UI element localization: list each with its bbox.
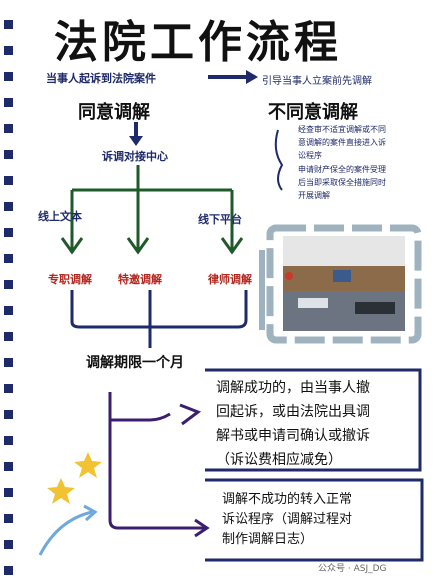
online-label: 线上文本 <box>38 210 82 223</box>
disagree-heading: 不同意调解 <box>268 102 358 123</box>
agree-heading: 同意调解 <box>78 102 150 123</box>
disagree-note-1: 经查审不适宜调解或不同意调解的案件直接进入诉讼程序 <box>298 125 386 160</box>
page-title: 法院工作流程 <box>54 17 342 68</box>
disagree-note-2: 申请财产保全的案件受理后当即采取保全措施同时开展调解 <box>298 165 386 200</box>
success-box: 调解成功的，由当事人撤回起诉，或由法院出具调 解书或申请司确认或撤诉（诉讼费相应… <box>216 380 370 468</box>
mediation-center: 诉调对接中心 <box>102 150 168 163</box>
deadline-label: 调解期限一个月 <box>86 355 184 371</box>
watermark: 公众号 · ASJ_DG <box>318 564 387 574</box>
mediator-full-time: 专职调解 <box>48 273 92 286</box>
mediator-lawyer: 律师调解 <box>208 273 252 286</box>
fail-box: 调解不成功的转入正常诉讼程序（调解过程对制作调解日志） <box>222 492 353 547</box>
offline-label: 线下平台 <box>198 213 242 226</box>
top-left-text: 当事人起诉到法院案件 <box>46 72 156 85</box>
courtroom-photo <box>283 236 405 331</box>
top-right-text: 引导当事人立案前先调解 <box>262 76 372 87</box>
mediator-invited: 特邀调解 <box>118 273 162 286</box>
